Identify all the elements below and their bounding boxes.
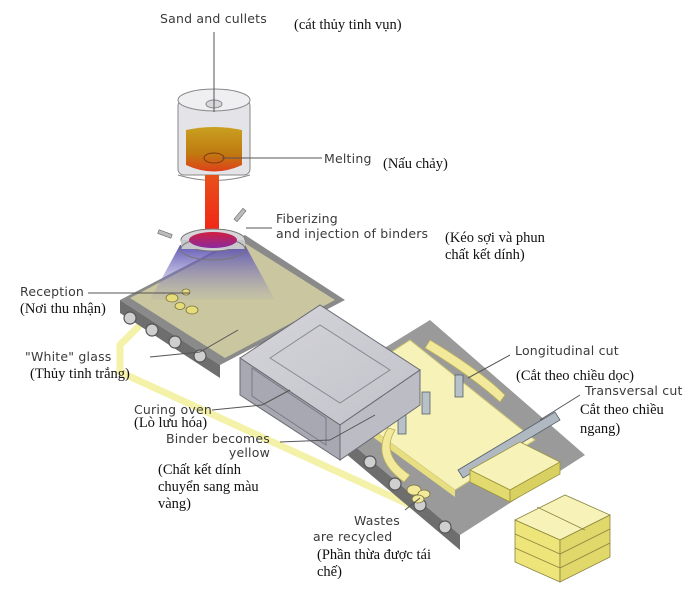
cullet-pieces — [165, 288, 199, 315]
waste-strip — [381, 427, 411, 483]
transversal-cutter — [457, 411, 561, 479]
leader-lines — [88, 32, 581, 511]
label-melting-en: Melting — [324, 151, 372, 166]
label-wastes-en-1: Wastes — [353, 513, 400, 528]
curing-oven — [239, 304, 421, 461]
label-white-glass-en: "White" glass — [25, 349, 112, 364]
label-melting-vi: (Nấu chảy) — [383, 156, 448, 172]
label-transversal-vi-1: Cắt theo chiều — [580, 402, 664, 418]
label-fiberizing-en-1: Fiberizing — [276, 211, 338, 226]
label-wastes-vi-1: (Phần thừa được tái — [317, 547, 431, 563]
label-longitudinal-vi: (Cắt theo chiều dọc) — [516, 368, 634, 384]
fiber-cone — [150, 245, 275, 300]
waste-clump — [406, 484, 431, 504]
label-fiberizing-vi-2: chất kết dính) — [445, 247, 525, 263]
label-reception-en: Reception — [20, 284, 85, 299]
label-curing-oven-en: Curing oven — [134, 402, 212, 417]
label-sand-en: Sand and cullets — [160, 11, 267, 26]
label-longitudinal-en: Longitudinal cut — [515, 343, 619, 358]
cut-bales — [469, 441, 561, 503]
fiberizing-spinner — [157, 207, 247, 261]
label-binder-en-2: yellow — [228, 445, 270, 460]
label-binder-vi-2: chuyển sang màu — [158, 479, 259, 495]
edge-trim-strip — [424, 339, 506, 403]
label-transversal-vi-2: ngang) — [580, 421, 621, 437]
label-curing-oven-vi: (Lò lưu hóa) — [134, 415, 208, 431]
label-binder-vi-1: (Chất kết dính — [158, 462, 241, 478]
label-reception-vi: (Nơi thu nhận) — [20, 301, 106, 317]
label-sand-vi: (cát thủy tinh vụn) — [294, 17, 402, 33]
label-white-glass-vi: (Thủy tinh trắng) — [30, 366, 130, 382]
molten-stream — [205, 175, 219, 230]
label-binder-vi-3: vàng) — [158, 496, 192, 512]
label-transversal-en: Transversal cut — [585, 383, 683, 398]
stacked-bales — [514, 494, 611, 583]
label-wastes-en-2: are recycled — [313, 529, 393, 544]
label-binder-en-1: Binder becomes — [165, 431, 270, 446]
label-fiberizing-en-2: and injection of binders — [276, 226, 429, 241]
label-wastes-vi-2: chế) — [317, 564, 342, 580]
label-fiberizing-vi-1: (Kéo sợi và phun — [445, 230, 545, 246]
